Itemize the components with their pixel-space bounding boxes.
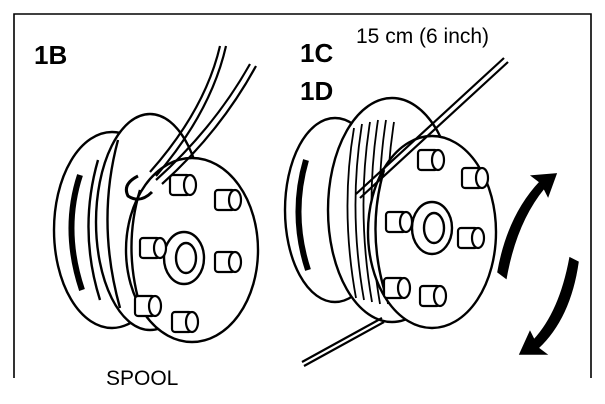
spool-left-back-rim-inner [87,159,102,301]
spool-right-back-rim [295,159,311,271]
stud [213,188,243,212]
spool-right-plate-edge [374,169,388,297]
spool-right-line [301,57,509,367]
spool-label: SPOOL [106,367,179,390]
line-length-label: 15 cm (6 inch) [356,25,490,48]
spool-left [52,112,260,344]
stud [168,173,198,197]
stud [416,148,446,172]
step-label-1c: 1C [300,38,334,68]
stud [170,310,200,334]
spool-right-studs [382,148,490,308]
spool-right-hub-inner [422,211,446,245]
spool-left-studs [133,173,243,334]
step-label-1b: 1B [34,40,68,70]
stud [213,250,243,274]
stud [456,226,486,250]
step-label-1d: 1D [300,76,334,106]
spool-left-back-rim [68,174,85,291]
spool-left-line [124,45,257,201]
stud [382,276,412,300]
panel-border [13,13,592,378]
rotation-arrows-icon [497,173,579,355]
stud [384,210,414,234]
stud [460,166,490,190]
stud [138,236,168,260]
stud [418,284,448,308]
spool-left-mid-shade [106,139,122,309]
spool-left-hub-inner [174,241,198,275]
stud [133,294,163,318]
